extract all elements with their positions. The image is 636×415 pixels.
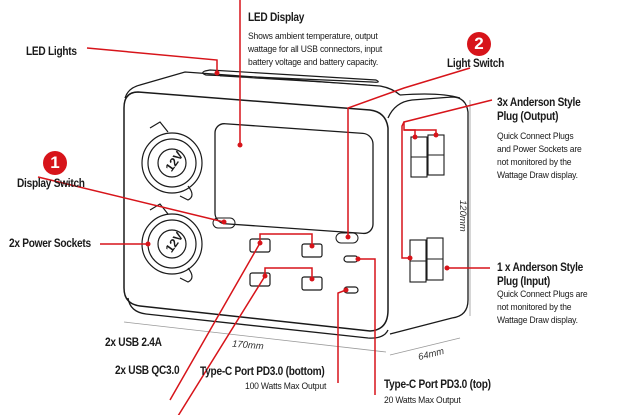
- device-body: [123, 69, 469, 339]
- anderson-input-desc-line: not monitored by the: [497, 302, 572, 313]
- typec-bottom-title: Type-C Port PD3.0 (bottom): [200, 366, 325, 378]
- usb-ports: [249, 238, 359, 294]
- display-switch-label: Display Switch: [17, 178, 85, 190]
- anderson-input-desc-line: Wattage Draw display.: [497, 315, 578, 326]
- led-display-desc-line: wattage for all USB connectors, input: [248, 44, 383, 55]
- dimension-lines: [123, 100, 471, 356]
- socket-bottom-label: 12V: [162, 230, 186, 256]
- socket-top-label: 12V: [162, 149, 186, 175]
- anderson-output-desc-line: Quick Connect Plugs: [497, 131, 574, 142]
- power-sockets-label: 2x Power Sockets: [9, 238, 91, 250]
- anderson-input-title-line: Plug (Input): [497, 276, 551, 288]
- dimension-height-label: 120mm: [457, 200, 468, 232]
- anderson-output-desc-line: and Power Sockets are: [497, 144, 582, 155]
- anderson-output-desc-line: not monitored by the: [497, 157, 572, 168]
- anderson-output-title-line: Plug (Output): [497, 111, 559, 123]
- led-display-desc-line: battery voltage and battery capacity.: [248, 57, 379, 68]
- anderson-output-desc-line: Wattage Draw display.: [497, 170, 578, 181]
- light-switch[interactable]: [335, 232, 359, 244]
- typec-top-desc: 20 Watts Max Output: [384, 395, 461, 406]
- anderson-input-title-line: 1 x Anderson Style: [497, 262, 583, 274]
- usb-qc3-label: 2x USB QC3.0: [115, 365, 180, 377]
- power-socket-top: [141, 121, 203, 201]
- anderson-input-title: 1 x Anderson Style Plug (Input): [497, 261, 583, 289]
- usb-24a-label: 2x USB 2.4A: [105, 337, 162, 349]
- typec-bottom-desc: 100 Watts Max Output: [245, 381, 327, 392]
- light-switch-number-badge: 2: [467, 32, 491, 56]
- anderson-output-desc: Quick Connect Plugs and Power Sockets ar…: [497, 130, 582, 182]
- anderson-output-title-line: 3x Anderson Style: [497, 97, 581, 109]
- anderson-plugs: [409, 134, 445, 283]
- leader-dots: [145, 70, 450, 293]
- anderson-input-desc-line: Quick Connect Plugs are: [497, 289, 588, 300]
- led-display-title: LED Display: [248, 12, 305, 24]
- led-lights-label: LED Lights: [26, 46, 77, 58]
- anderson-output-title: 3x Anderson Style Plug (Output): [497, 96, 581, 124]
- typec-top-title: Type-C Port PD3.0 (top): [384, 379, 491, 391]
- light-switch-label: Light Switch: [447, 58, 504, 70]
- leader-lines: [37, 0, 493, 415]
- anderson-input-desc: Quick Connect Plugs are not monitored by…: [497, 288, 588, 327]
- led-display-desc-line: Shows ambient temperature, output: [248, 31, 378, 42]
- led-display-desc: Shows ambient temperature, output wattag…: [248, 30, 382, 69]
- display-switch[interactable]: [212, 217, 236, 229]
- display-switch-number-badge: 1: [43, 151, 67, 175]
